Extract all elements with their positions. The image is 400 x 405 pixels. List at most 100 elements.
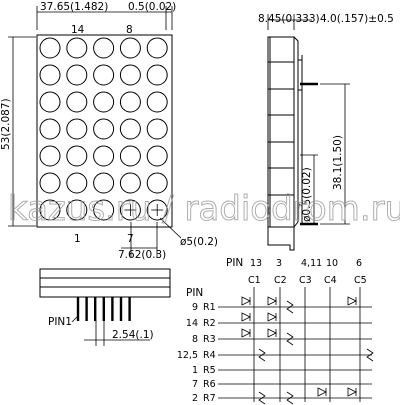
schematic-column-pin-number: 6	[356, 258, 362, 269]
led-dot	[146, 91, 168, 113]
front-pin-label-7: 7	[127, 233, 134, 245]
led-dot	[93, 64, 115, 86]
led-dot-grid	[39, 37, 168, 221]
bottom-body-outline	[39, 268, 171, 298]
schematic-led-diode	[267, 328, 277, 338]
schematic-led-diode	[317, 387, 327, 397]
led-dot	[39, 118, 61, 140]
front-col-label-14: 14	[71, 24, 85, 36]
led-dot	[146, 172, 168, 194]
schematic-row-name: R4	[203, 350, 216, 361]
schematic-column-name: C5	[354, 275, 367, 286]
schematic-led-diode	[241, 296, 251, 306]
front-width-dimension: 37.65(1.482)	[40, 1, 108, 13]
schematic-pin-header: PIN	[226, 257, 243, 269]
schematic-led-diode	[267, 312, 277, 322]
bottom-pitch-dimension: 2.54(.1)	[112, 329, 154, 341]
schematic-row-name: R6	[203, 379, 216, 390]
schematic-column-name: C3	[299, 275, 312, 286]
schematic-row-pin-number: 12,5	[177, 350, 198, 361]
led-dot	[119, 91, 141, 113]
side-pin-length-dimension: 38.1(1.50)	[332, 135, 344, 190]
bottom-pin	[94, 297, 97, 321]
led-dot	[39, 199, 61, 221]
dot-diameter-dimension: ø5(0.2)	[180, 236, 218, 248]
led-dot	[93, 172, 115, 194]
schematic-row-name: R7	[203, 393, 216, 404]
side-lead-diameter-dimension: ø0.5(0.02)	[301, 167, 313, 222]
led-dot	[66, 199, 88, 221]
schematic-break-mark	[258, 348, 266, 362]
bottom-pin	[85, 297, 88, 321]
led-dot	[66, 145, 88, 167]
led-dot	[146, 37, 168, 59]
side-depth-dimension: 8.45(0.333)	[258, 13, 320, 25]
led-dot	[66, 118, 88, 140]
led-dot	[66, 64, 88, 86]
schematic-break-mark	[366, 348, 374, 362]
watermark: kazus.ru / radiodrom.ru	[8, 189, 400, 229]
bottom-pin	[76, 297, 80, 321]
led-dot	[39, 172, 61, 194]
schematic-row-name: R2	[203, 318, 216, 329]
front-view: 37.65(1.482) 0.5(0.02) 53(2.087) 14 8 1 …	[0, 1, 218, 261]
front-height-dimension: 53(2.087)	[0, 98, 12, 150]
led-dot	[119, 172, 141, 194]
led-dot	[146, 199, 168, 221]
schematic-row-pin-number: 9	[192, 302, 198, 313]
schematic-row-pin-number: 8	[192, 334, 198, 345]
schematic-row-pin-number: 2	[192, 393, 198, 404]
schematic-led-symbols	[241, 296, 357, 397]
led-dot	[119, 37, 141, 59]
schematic-column-pin-number: 13	[250, 258, 262, 269]
led-dot	[93, 91, 115, 113]
schematic-row-name: R1	[203, 302, 216, 313]
led-dot	[39, 37, 61, 59]
led-dot	[93, 118, 115, 140]
led-dot	[93, 37, 115, 59]
schematic-led-diode	[241, 312, 251, 322]
led-dot	[119, 199, 141, 221]
schematic-break-mark	[286, 391, 294, 405]
led-dot	[146, 118, 168, 140]
bottom-pin	[102, 297, 105, 321]
schematic-row-name: R3	[203, 334, 216, 345]
schematic-led-diode	[347, 387, 357, 397]
side-view: 8.45(0.333) 4.0(.157)±0.5 38.1(1.50) ø0.…	[258, 13, 394, 251]
front-pin-pitch-dimension: 7.62(0.3)	[118, 249, 166, 261]
schematic-column-pin-number: 3	[276, 258, 282, 269]
schematic-column-name: C2	[274, 275, 287, 286]
led-dot	[66, 91, 88, 113]
led-dot	[93, 199, 115, 221]
bottom-pin	[128, 297, 131, 321]
schematic-row-pin-number: 7	[192, 379, 198, 390]
side-lead-dimension: 4.0(.157)±0.5	[320, 13, 394, 25]
led-dot	[119, 118, 141, 140]
schematic-led-diode	[347, 296, 357, 306]
front-pin-label-1: 1	[74, 233, 81, 245]
schematic-wiring	[218, 287, 374, 405]
led-dot	[119, 145, 141, 167]
pin1-label: PIN1	[48, 316, 72, 328]
schematic-column-name: C1	[248, 275, 261, 286]
led-dot	[119, 64, 141, 86]
bottom-view: PIN1 2.54(.1)	[39, 268, 171, 346]
schematic-break-mark	[258, 391, 266, 405]
front-tolerance-dimension: 0.5(0.02)	[128, 1, 176, 13]
schematic-led-diode	[267, 296, 277, 306]
led-dot	[39, 91, 61, 113]
side-body-outline	[267, 36, 295, 228]
schematic-column-pin-number: 4,11	[301, 258, 322, 269]
led-dot	[66, 172, 88, 194]
bottom-pin-row	[76, 297, 131, 321]
schematic-led-diode	[241, 328, 251, 338]
schematic-break-mark	[286, 300, 294, 314]
led-dot	[39, 64, 61, 86]
